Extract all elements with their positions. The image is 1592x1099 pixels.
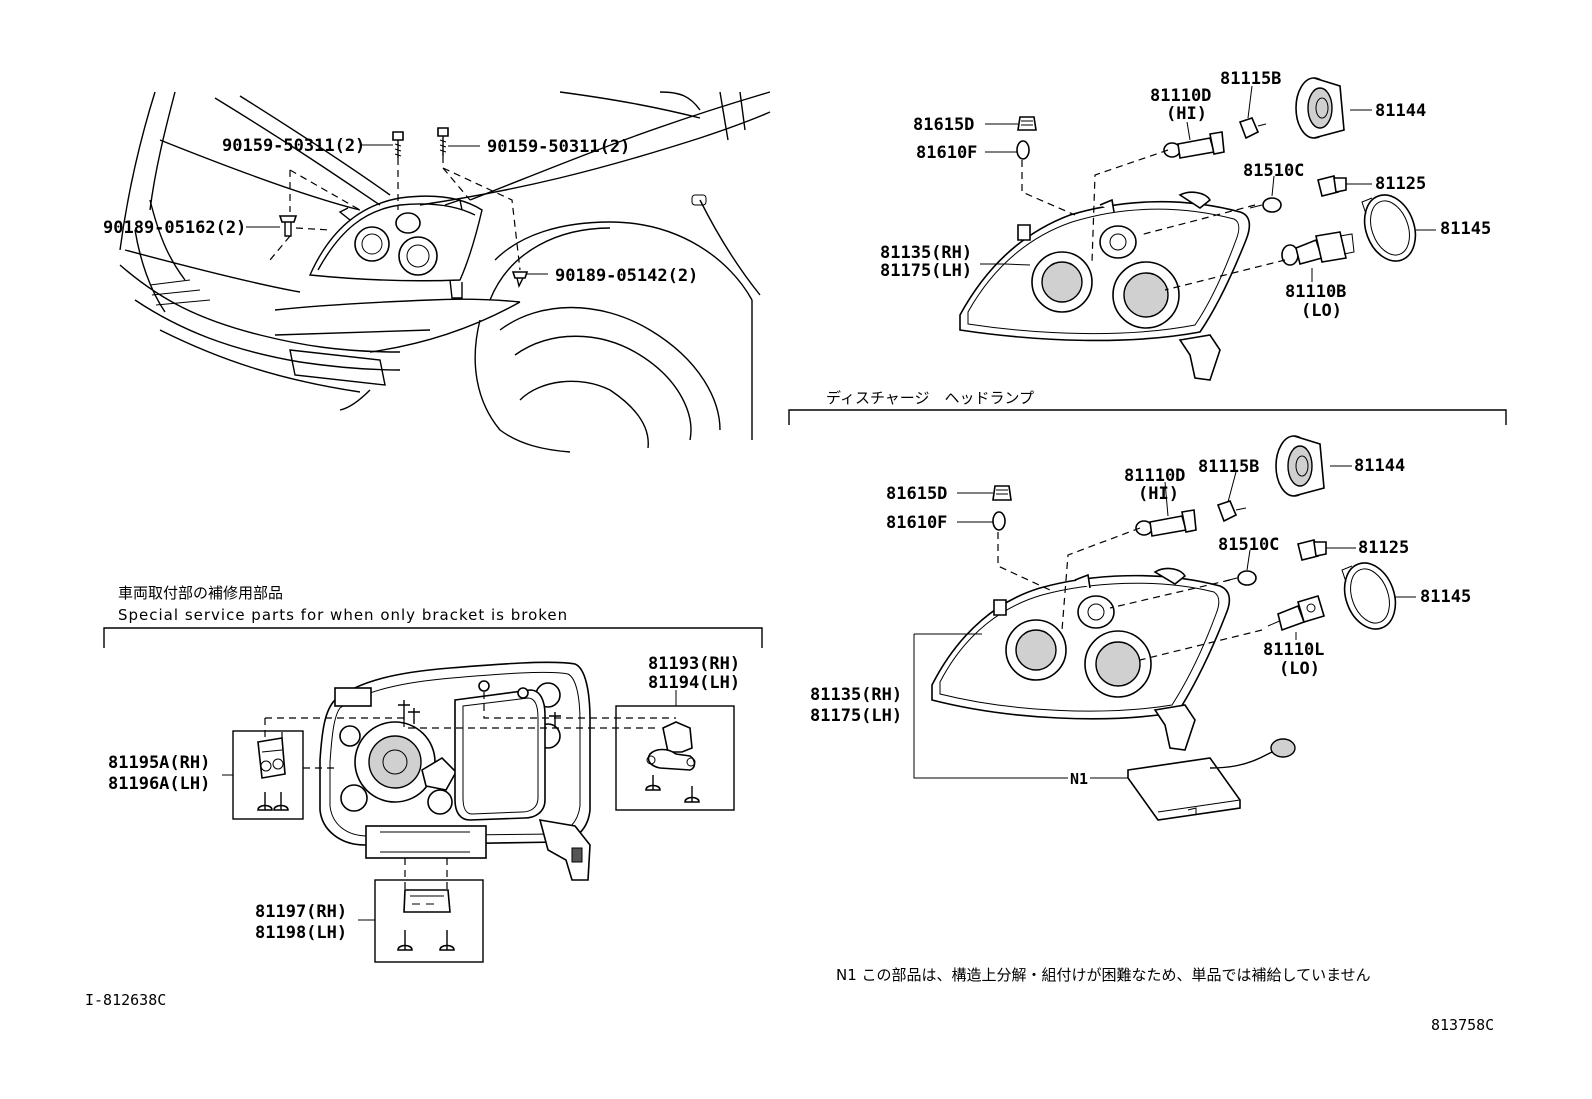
bracket-title-jp: 車両取付部の補修用部品 (118, 584, 283, 602)
callout-81198: 81198(LH) (255, 923, 347, 943)
socket-81115b-icon (1238, 117, 1267, 140)
bulb-hi-icon (1163, 131, 1225, 159)
bracket-section-line (103, 627, 763, 648)
halogen-headlamp-assembly (959, 191, 1251, 381)
callout-clip-b: 90189-05142(2) (555, 266, 698, 286)
callout-81194: 81194(LH) (648, 673, 740, 693)
bracket-kit-81197-box (374, 879, 484, 963)
discharge-headlamp-assembly (931, 567, 1231, 751)
callout-lo: (LO) (1301, 301, 1342, 321)
bulb-hi-icon (1135, 509, 1197, 537)
screw-icon (439, 930, 455, 951)
callout-81144: 81144 (1375, 101, 1426, 121)
screw-icon (645, 775, 661, 791)
callout-81110b: 81110B (1285, 282, 1346, 302)
callout-81193: 81193(RH) (648, 654, 740, 674)
cap-81145-icon (1361, 194, 1417, 262)
cap-81144-icon (1275, 435, 1325, 497)
bracket-kit-81193-box (615, 705, 735, 811)
callout-81197: 81197(RH) (255, 902, 347, 922)
bulb-81510c-icon (1249, 197, 1282, 213)
callout-81615d: 81615D (913, 115, 974, 135)
callout-81195a: 81195A(RH) (108, 753, 210, 773)
bulb-81610f-icon (992, 511, 1006, 531)
screw-icon (392, 131, 404, 158)
callout-lo: (LO) (1279, 659, 1320, 679)
socket-81615d-icon (992, 485, 1012, 501)
callout-81125: 81125 (1358, 538, 1409, 558)
callout-81510c: 81510C (1218, 535, 1279, 555)
bulb-81610f-icon (1016, 140, 1030, 160)
reference-code-left: I-812638C (85, 991, 166, 1009)
callout-lh: 81175(LH) (810, 706, 902, 726)
bulb-81510c-icon (1224, 570, 1257, 586)
socket-81615d-icon (1017, 116, 1037, 131)
clip-icon (278, 215, 298, 237)
clip-icon (511, 271, 529, 289)
hid-bulb-lo-icon (1267, 595, 1325, 632)
footnote-n1: N1 この部品は、構造上分解・組付けが困難なため、単品では補給していません (836, 966, 1371, 984)
headlamp-rear-view (319, 661, 591, 881)
reference-code-right: 813758C (1431, 1016, 1494, 1034)
callout-lh: 81175(LH) (880, 261, 972, 281)
callout-81196a: 81196A(LH) (108, 774, 210, 794)
socket-81115b-icon (1216, 500, 1247, 523)
callout-screw-b: 90159-50311(2) (487, 137, 630, 157)
callout-81615d: 81615D (886, 484, 947, 504)
callout-81510c: 81510C (1243, 161, 1304, 181)
callout-81110d: 81110D (1150, 86, 1211, 106)
cap-81144-icon (1295, 77, 1345, 139)
callout-81610f: 81610F (916, 143, 977, 163)
callout-81125: 81125 (1375, 174, 1426, 194)
bracket-title-en: Special service parts for when only brac… (118, 606, 568, 624)
callout-81145: 81145 (1420, 587, 1471, 607)
screw-icon (684, 786, 700, 803)
socket-81125-icon (1297, 539, 1327, 561)
discharge-title: ディスチャージ ヘッドランプ (826, 389, 1034, 407)
bracket-kit-81195a-box (232, 730, 304, 820)
callout-rh: 81135(RH) (880, 243, 972, 263)
callout-hi: (HI) (1166, 104, 1207, 124)
callout-clip-a: 90189-05162(2) (103, 218, 246, 238)
callout-screw-a: 90159-50311(2) (222, 136, 365, 156)
callout-81110l: 81110L (1263, 640, 1324, 660)
callout-n1: N1 (1070, 770, 1088, 788)
screw-icon (257, 792, 273, 811)
callout-hi: (HI) (1138, 484, 1179, 504)
callout-81115b: 81115B (1220, 69, 1281, 89)
cap-81145-icon (1341, 562, 1397, 630)
callout-81610f: 81610F (886, 513, 947, 533)
callout-81115b: 81115B (1198, 457, 1259, 477)
bulb-lo-icon (1281, 231, 1355, 266)
socket-81125-icon (1317, 175, 1347, 197)
ballast-unit-icon (1127, 738, 1296, 821)
screw-icon (397, 930, 413, 951)
callout-rh: 81135(RH) (810, 685, 902, 705)
car-front-illustration (119, 91, 771, 453)
callout-81145: 81145 (1440, 219, 1491, 239)
screw-icon (437, 127, 449, 156)
callout-81144: 81144 (1354, 456, 1405, 476)
screw-icon (273, 792, 289, 811)
discharge-bracket-line (788, 409, 1507, 425)
callout-81110d: 81110D (1124, 466, 1185, 486)
